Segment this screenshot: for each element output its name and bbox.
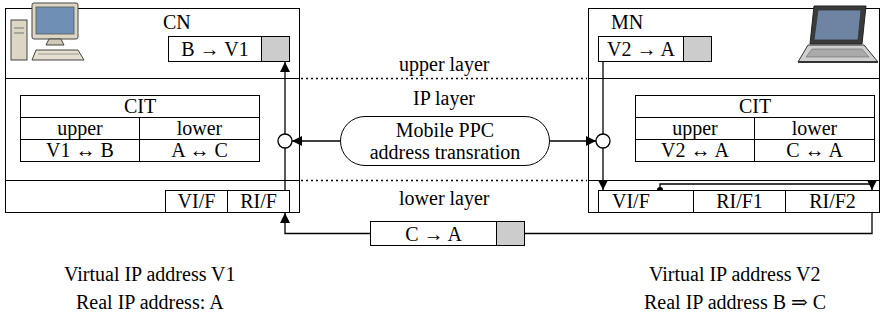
table-title: CIT — [636, 96, 874, 118]
packet-box: V2 → A — [598, 36, 712, 62]
interface-box: VI/F — [165, 190, 228, 213]
interface-name: VI/F — [612, 191, 650, 212]
interface-name: RI/F1 — [716, 191, 763, 212]
packet-path — [525, 213, 872, 234]
packet-path — [602, 62, 603, 190]
interface-name: VI/F — [178, 191, 216, 212]
layer-line — [5, 78, 300, 79]
address-note: Virtual IP address V1 — [64, 262, 236, 286]
table-cell: C ↔ A — [755, 140, 874, 161]
address-note: Real IP address B ⇒ C — [644, 290, 826, 314]
packet-address: B → V1 — [181, 38, 248, 60]
interface-box: RI/F2 — [785, 190, 880, 213]
layer-line — [588, 78, 880, 79]
layer-label: lower layer — [399, 186, 490, 210]
interface-box: VI/F — [598, 190, 694, 213]
translation-text: Mobile PPC address transration — [367, 119, 523, 163]
interface-name: RI/F2 — [809, 191, 856, 212]
layer-line — [5, 180, 300, 181]
translation-box: Mobile PPC address transration — [340, 116, 550, 166]
layer-label: IP layer — [413, 86, 475, 110]
layer-line — [588, 180, 880, 181]
table-cell: V2 ↔ A — [636, 140, 755, 161]
address-note: Virtual IP address V2 — [649, 262, 821, 286]
payload-square — [261, 37, 289, 61]
payload-square — [683, 37, 711, 61]
laptop-icon — [796, 2, 882, 68]
packet-box: B → V1 — [168, 36, 290, 62]
packet-address: C → A — [405, 223, 462, 245]
host-name: CN — [163, 10, 191, 34]
interface-box: RI/F1 — [693, 190, 786, 213]
table-header: lower — [140, 118, 259, 140]
cit-table: CITupperlowerV1 ↔ BA ↔ C — [20, 95, 260, 162]
layer-label: upper layer — [399, 52, 490, 76]
host-name: MN — [611, 10, 643, 34]
cit-table: CITupperlowerV2 ↔ AC ↔ A — [635, 95, 875, 162]
table-title: CIT — [21, 96, 259, 118]
table-header: upper — [21, 118, 140, 140]
translation-arrow — [550, 140, 596, 141]
junction-circle — [278, 134, 292, 148]
table-cell: V1 ↔ B — [21, 140, 140, 161]
table-header: upper — [636, 118, 755, 140]
packet-path — [285, 213, 370, 234]
packet-address: V2 → A — [607, 38, 675, 60]
table-header: lower — [755, 118, 874, 140]
dotted-layer-line — [301, 78, 587, 79]
interface-name: RI/F — [240, 191, 277, 212]
packet-path — [284, 62, 285, 190]
table-cell: A ↔ C — [140, 140, 259, 161]
junction-circle — [596, 134, 610, 148]
dotted-layer-line — [301, 180, 587, 181]
payload-square — [496, 222, 524, 245]
interface-box: RI/F — [227, 190, 290, 213]
computer-icon — [8, 0, 88, 64]
address-note: Real IP address: A — [76, 290, 224, 314]
packet-box: C → A — [370, 221, 525, 246]
